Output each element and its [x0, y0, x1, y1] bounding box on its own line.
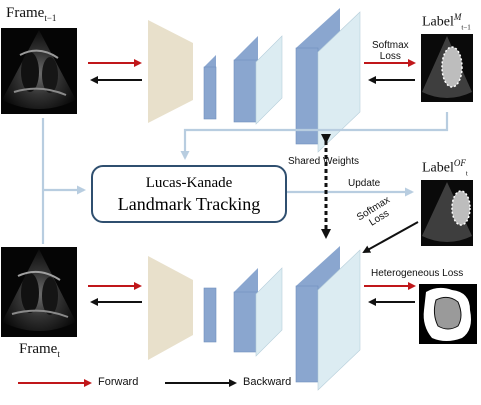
frame-curr-image — [1, 247, 77, 337]
top-network — [148, 8, 361, 153]
frame-prev-title: Framet−1 — [6, 5, 57, 23]
top-block-3 — [255, 35, 283, 125]
top-block-5 — [317, 11, 361, 153]
of-softmax-arrow — [362, 221, 419, 253]
update-label: Update — [348, 178, 381, 189]
label-m-to-tracking-line — [180, 112, 449, 160]
heterogeneous-loss-label: Heterogeneous Loss — [371, 268, 464, 279]
tracking-title-line2: Landmark Tracking — [117, 193, 261, 214]
label-of-title: LabelOFt — [422, 158, 468, 178]
bottom-block-5 — [317, 249, 361, 391]
top-encoder — [148, 20, 193, 123]
label-manual-title: LabelMt−1 — [422, 12, 471, 32]
bottom-block-1 — [203, 287, 217, 343]
heterogeneous-mask-image — [419, 284, 477, 344]
shared-weights-label: Shared Weights — [288, 156, 359, 167]
bottom-block-3 — [255, 267, 283, 357]
tracking-title-line1: Lucas-Kanade — [145, 174, 233, 191]
legend-forward-label: Forward — [98, 376, 139, 388]
bottom-network — [148, 246, 361, 391]
bottom-encoder — [148, 256, 193, 360]
frame-curr-title: Framet — [19, 341, 60, 359]
label-of-image — [421, 180, 473, 246]
frame-prev-image — [1, 28, 77, 114]
legend-backward-label: Backward — [243, 376, 292, 388]
tracking-box: Lucas-Kanade Landmark Tracking — [91, 165, 287, 223]
label-manual-image — [421, 34, 473, 102]
